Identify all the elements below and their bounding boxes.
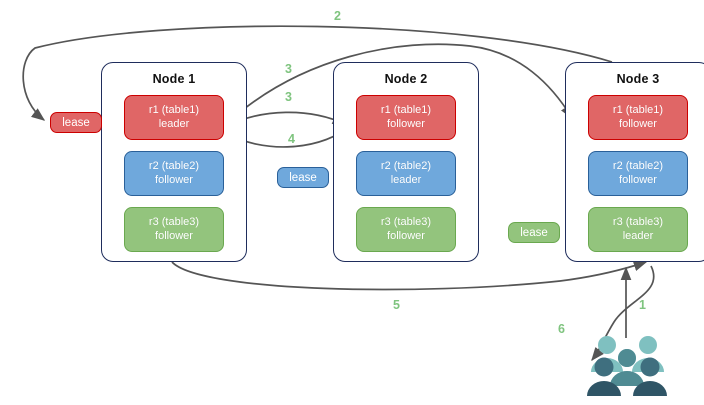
replica-role: follower bbox=[387, 229, 425, 242]
replica-r2[interactable]: r2 (table2) follower bbox=[588, 151, 688, 196]
edge-step-3-to-node3 bbox=[224, 43, 573, 126]
replica-role: follower bbox=[619, 173, 657, 186]
node-title: Node 1 bbox=[152, 72, 196, 86]
step-label-3-upper: 3 bbox=[285, 62, 292, 76]
lease-badge-table1[interactable]: lease bbox=[50, 112, 102, 133]
replica-name: r3 (table3) bbox=[380, 216, 432, 228]
step-label-2: 2 bbox=[334, 9, 341, 23]
lease-label: lease bbox=[520, 226, 548, 239]
replica-role: follower bbox=[387, 117, 425, 130]
replica-r2[interactable]: r2 (table2) follower bbox=[124, 151, 224, 196]
replica-r3[interactable]: r3 (table3) leader bbox=[588, 207, 688, 252]
replica-list: r1 (table1) leader r2 (table2) follower … bbox=[124, 95, 224, 263]
node-title: Node 3 bbox=[616, 72, 660, 86]
replica-role: leader bbox=[158, 117, 190, 130]
replica-role: follower bbox=[155, 173, 193, 186]
replica-name: r3 (table3) bbox=[148, 216, 200, 228]
replica-r1[interactable]: r1 (table1) follower bbox=[588, 95, 688, 140]
lease-label: lease bbox=[62, 116, 90, 129]
replica-list: r1 (table1) follower r2 (table2) leader … bbox=[356, 95, 456, 263]
people-front-row bbox=[587, 349, 667, 396]
replica-role: leader bbox=[622, 229, 654, 242]
node-card-node-1[interactable]: Node 1 r1 (table1) leader r2 (table2) fo… bbox=[101, 62, 247, 262]
replica-name: r1 (table1) bbox=[148, 104, 200, 116]
replica-r3[interactable]: r3 (table3) follower bbox=[356, 207, 456, 252]
replica-name: r2 (table2) bbox=[612, 160, 664, 172]
replica-role: leader bbox=[390, 173, 422, 186]
step-label-4: 4 bbox=[288, 132, 295, 146]
edge-step-6 bbox=[591, 265, 655, 362]
step-label-5: 5 bbox=[393, 298, 400, 312]
step-label-1: 1 bbox=[639, 298, 646, 312]
node-card-node-2[interactable]: Node 2 r1 (table1) follower r2 (table2) … bbox=[333, 62, 479, 262]
node-title: Node 2 bbox=[384, 72, 428, 86]
replica-role: follower bbox=[619, 117, 657, 130]
replica-r3[interactable]: r3 (table3) follower bbox=[124, 207, 224, 252]
replica-r1[interactable]: r1 (table1) follower bbox=[356, 95, 456, 140]
edge-step-5 bbox=[171, 260, 648, 291]
step-label-6: 6 bbox=[558, 322, 565, 336]
replica-name: r2 (table2) bbox=[148, 160, 200, 172]
replica-role: follower bbox=[155, 229, 193, 242]
lease-badge-table3[interactable]: lease bbox=[508, 222, 560, 243]
node-card-node-3[interactable]: Node 3 r1 (table1) follower r2 (table2) … bbox=[565, 62, 704, 262]
replica-name: r1 (table1) bbox=[612, 104, 664, 116]
replica-name: r2 (table2) bbox=[380, 160, 432, 172]
replica-r1[interactable]: r1 (table1) leader bbox=[124, 95, 224, 140]
edge-step-2 bbox=[22, 25, 613, 121]
replica-list: r1 (table1) follower r2 (table2) followe… bbox=[588, 95, 688, 263]
replica-name: r3 (table3) bbox=[612, 216, 664, 228]
lease-badge-table2[interactable]: lease bbox=[277, 167, 329, 188]
replica-name: r1 (table1) bbox=[380, 104, 432, 116]
replica-r2[interactable]: r2 (table2) leader bbox=[356, 151, 456, 196]
step-label-3-lower: 3 bbox=[285, 90, 292, 104]
lease-label: lease bbox=[289, 171, 317, 184]
